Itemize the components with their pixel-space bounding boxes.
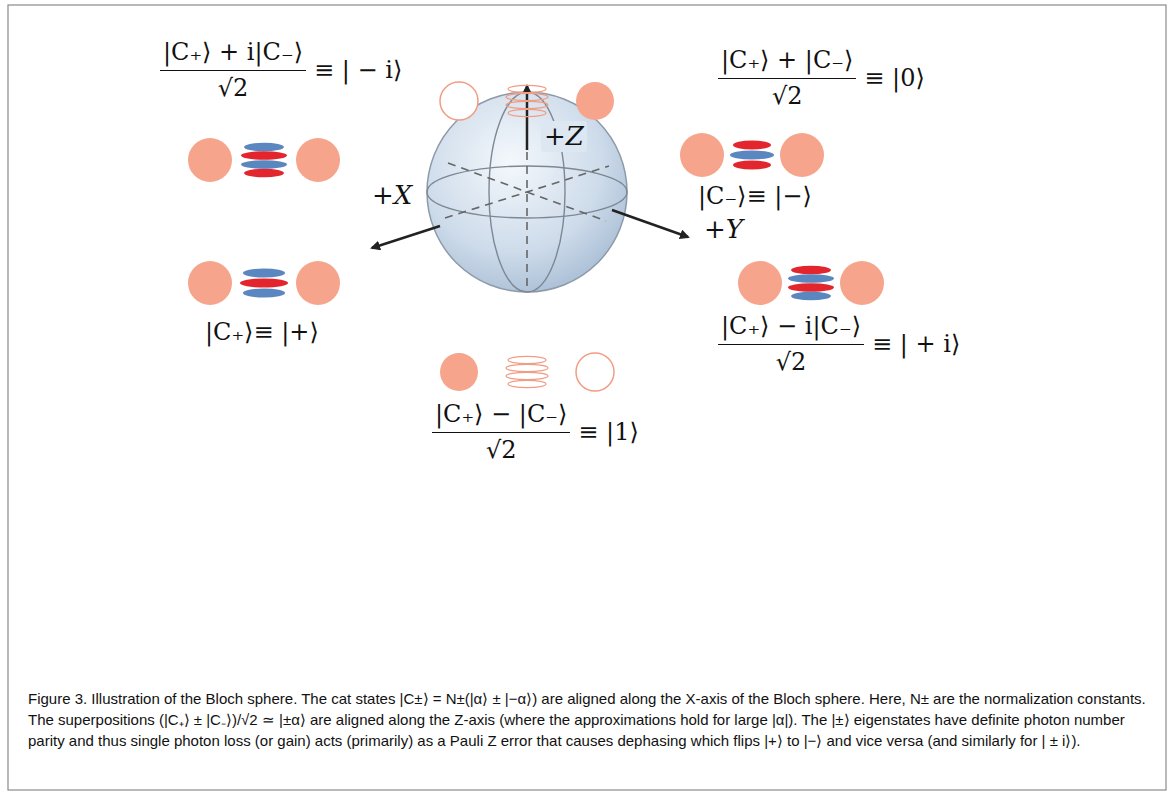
figure-frame <box>8 5 1166 790</box>
denominator: √2 <box>218 71 249 103</box>
state-formula: |C₊⟩ − |C₋⟩ √2 ≡ |1⟩ <box>432 400 639 465</box>
denominator: √2 <box>486 433 517 465</box>
cat-wigner-icon <box>440 353 614 391</box>
numerator: |C₊⟩ − |C₋⟩ <box>432 400 570 433</box>
numerator: |C₊⟩ + i|C₋⟩ <box>160 38 306 71</box>
state-name: ≡ | + i⟩ <box>872 330 960 359</box>
axis-label: +Y <box>704 214 743 245</box>
axis-label: +Z <box>541 121 587 152</box>
denominator: √2 <box>772 79 803 111</box>
cat-wigner-icon <box>440 82 614 120</box>
cat-wigner-icon <box>188 261 340 305</box>
cat-wigner-icon <box>738 261 884 305</box>
state-formula: |C₊⟩ + |C₋⟩ √2 ≡ |0⟩ <box>718 46 925 111</box>
state-formula: |C₊⟩ + i|C₋⟩ √2 ≡ | − i⟩ <box>160 38 402 103</box>
denominator: √2 <box>776 345 807 377</box>
fraction: |C₊⟩ − |C₋⟩ √2 <box>432 400 570 465</box>
cat-wigner-icon <box>188 138 340 182</box>
numerator: |C₊⟩ − i|C₋⟩ <box>718 312 864 345</box>
axis-label: +X <box>372 180 412 211</box>
fraction: |C₊⟩ + |C₋⟩ √2 <box>718 46 856 111</box>
fraction: |C₊⟩ + i|C₋⟩ √2 <box>160 38 306 103</box>
state-name: ≡ | − i⟩ <box>314 56 402 85</box>
numerator: |C₊⟩ + |C₋⟩ <box>718 46 856 79</box>
state-name: ≡ |1⟩ <box>578 418 638 447</box>
state-name: ≡ |0⟩ <box>864 64 924 93</box>
cat-wigner-icon <box>680 133 824 177</box>
state-label: |C₊⟩≡ |+⟩ <box>205 318 319 347</box>
fraction: |C₊⟩ − i|C₋⟩ √2 <box>718 312 864 377</box>
axis-arrows <box>372 86 688 248</box>
state-label: |C₋⟩≡ |−⟩ <box>698 182 812 211</box>
state-formula: |C₊⟩ − i|C₋⟩ √2 ≡ | + i⟩ <box>718 312 960 377</box>
figure-caption: Figure 3. Illustration of the Bloch sphe… <box>28 688 1146 751</box>
